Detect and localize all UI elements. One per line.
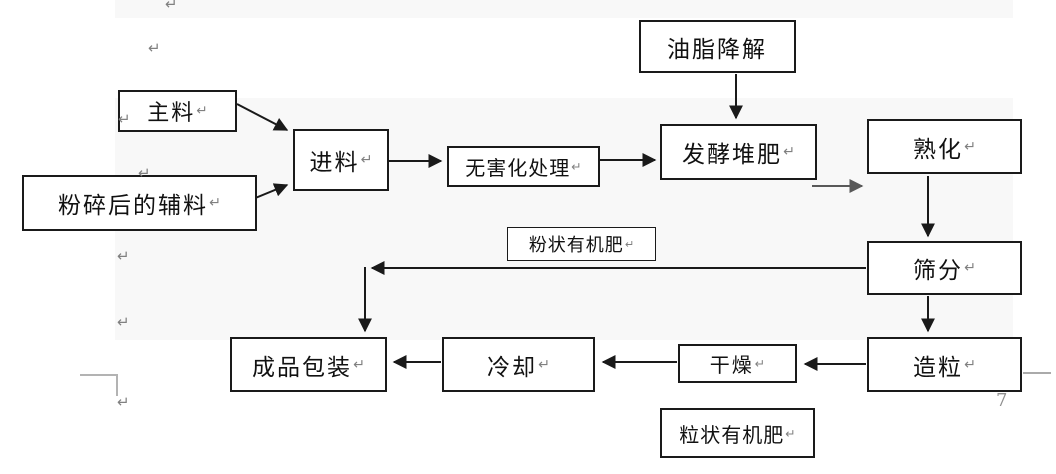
node-crushed-auxiliary[interactable]: 粉碎后的辅料↵ (22, 175, 257, 231)
node-label: 冷却 (487, 354, 538, 381)
pilcrow-mark: ↵ (196, 103, 208, 119)
node-cooling[interactable]: 冷却↵ (442, 337, 595, 392)
arrow-main-material-to-feed[interactable] (236, 103, 289, 131)
pilcrow-mark: ↵ (964, 138, 976, 155)
node-label: 干燥 (709, 353, 754, 377)
node-sieving[interactable]: 筛分↵ (867, 241, 1022, 295)
node-drying[interactable]: 干燥↵ (678, 344, 797, 383)
top-shaded-band (115, 0, 1013, 18)
node-maturation[interactable]: 熟化↵ (867, 119, 1022, 174)
pilcrow-mark: ↵ (785, 425, 796, 441)
node-main-material[interactable]: 主料↵ (118, 90, 237, 132)
pilcrow-mark: ↵ (538, 356, 550, 373)
node-label: 筛分 (913, 258, 964, 284)
node-harmless-treatment[interactable]: 无害化处理↵ (447, 146, 600, 187)
paragraph-mark: ↵ (138, 164, 151, 182)
pilcrow-mark: ↵ (783, 144, 795, 160)
node-granulation[interactable]: 造粒↵ (867, 337, 1022, 392)
text-boundary-corner-mark (80, 374, 118, 396)
paragraph-mark: ↵ (148, 39, 161, 57)
node-label: 主料 (147, 101, 196, 126)
pilcrow-mark: ↵ (964, 356, 976, 373)
node-product-packaging[interactable]: 成品包装↵ (230, 337, 387, 392)
paragraph-mark: ↵ (117, 247, 130, 265)
paragraph-mark: ↵ (118, 110, 131, 128)
page-number: 7 (996, 390, 1008, 411)
pilcrow-mark: ↵ (964, 260, 976, 276)
node-oil-degradation[interactable]: 油脂降解 (639, 20, 796, 73)
drawing-canvas-shaded-band (115, 98, 1013, 340)
node-label: 熟化 (913, 136, 964, 163)
node-granular-fertilizer-label[interactable]: 粒状有机肥↵ (660, 408, 815, 458)
pilcrow-mark: ↵ (571, 159, 582, 174)
paragraph-mark: ↵ (117, 393, 130, 411)
node-label: 粉状有机肥 (528, 235, 624, 256)
node-label: 粉碎后的辅料 (58, 193, 209, 219)
node-label: 造粒 (913, 354, 964, 381)
pilcrow-mark: ↵ (353, 356, 365, 373)
node-label: 发酵堆肥 (682, 142, 783, 168)
node-label: 成品包装 (252, 354, 353, 381)
paragraph-mark: ↵ (165, 0, 178, 13)
paragraph-mark: ↵ (117, 313, 130, 331)
node-label: 无害化处理 (465, 156, 571, 180)
node-label: 进料 (309, 150, 360, 176)
pilcrow-mark: ↵ (754, 356, 766, 371)
node-label: 油脂降解 (667, 36, 767, 63)
node-label: 粒状有机肥 (679, 422, 785, 447)
node-fermentation-compost[interactable]: 发酵堆肥↵ (660, 124, 817, 180)
node-feed[interactable]: 进料↵ (293, 129, 389, 191)
pilcrow-mark: ↵ (360, 152, 373, 168)
pilcrow-mark: ↵ (624, 237, 635, 251)
node-powder-fertilizer-label[interactable]: 粉状有机肥↵ (507, 227, 656, 261)
pilcrow-mark: ↵ (209, 195, 221, 211)
